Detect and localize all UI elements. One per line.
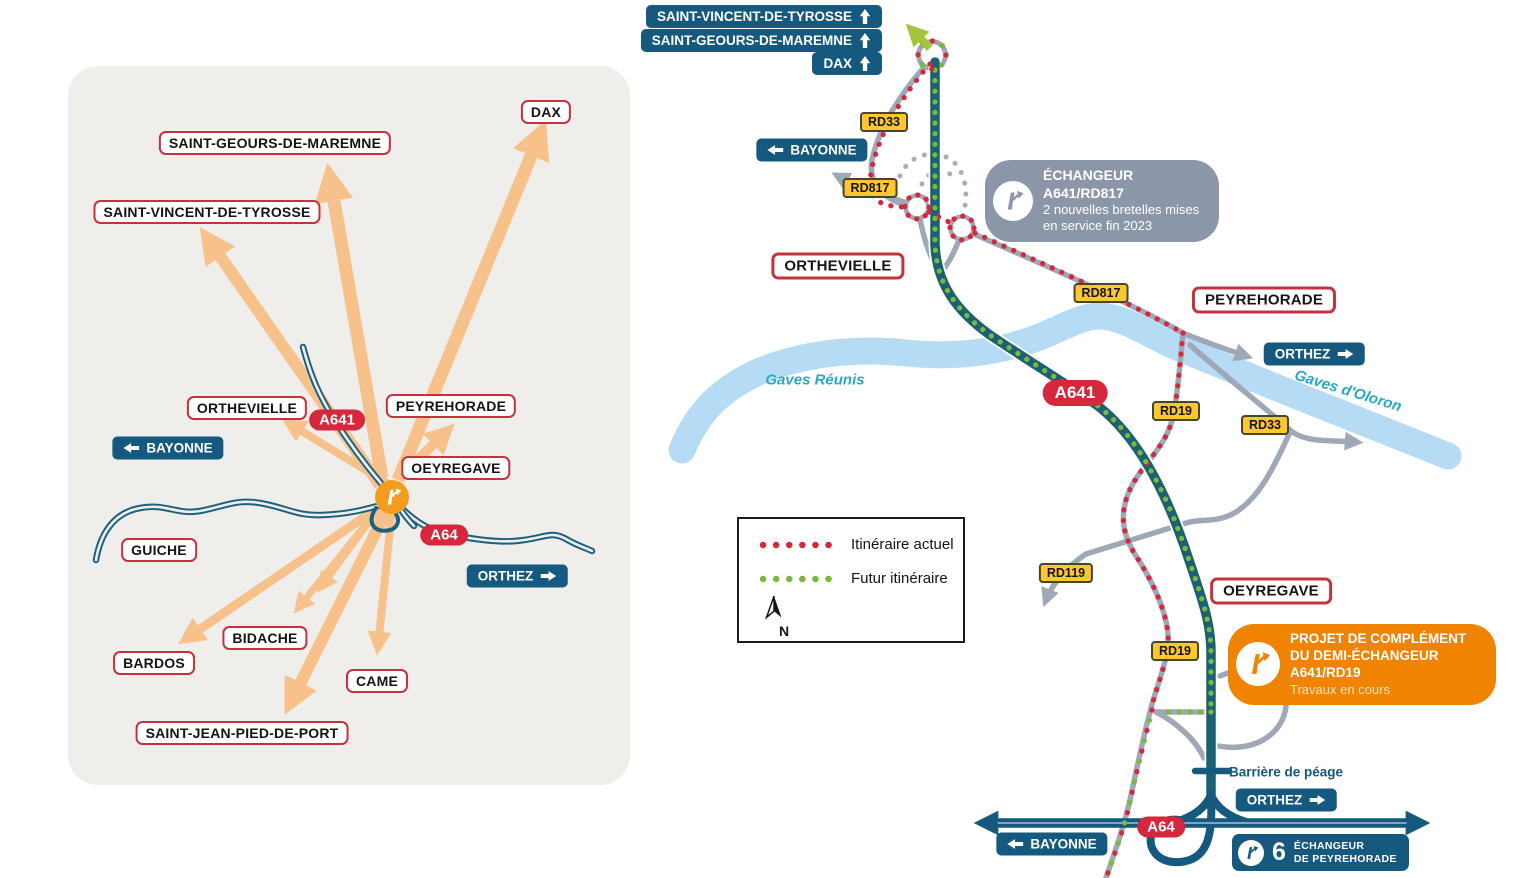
sign-dax: DAX — [812, 52, 882, 75]
sign-orthez-east: ORTHEZ — [1263, 342, 1365, 366]
legend-box: Itinéraire actuel Futur itinéraire N — [737, 517, 965, 643]
route-future-dotted — [932, 67, 1214, 715]
road-badge-a64-left: A64 — [420, 524, 468, 546]
north-compass-icon: N — [761, 595, 801, 639]
callout-title: ÉCHANGEUR A641/RD817 — [1043, 167, 1134, 201]
sign-label: ORTHEZ — [1274, 346, 1331, 362]
dest-label-bardos: BARDOS — [113, 651, 195, 675]
legend-future-swatch — [759, 575, 837, 582]
sign-label: SAINT-GEOURS-DE-MAREMNE — [651, 33, 852, 48]
sign-bayonne-south: BAYONNE — [996, 832, 1108, 856]
callout-project-rd19: PROJET DE COMPLÉMENT DU DEMI-ÉCHANGEUR A… — [1228, 624, 1496, 705]
road-badge-a641-left: A641 — [309, 409, 365, 431]
city-label-oeyregave: OEYREGAVE — [1210, 577, 1332, 605]
callout-line: PROJET DE COMPLÉMENT — [1290, 631, 1467, 646]
road-badge-a641-right: A641 — [1042, 380, 1108, 406]
toll-barrier-label: Barrière de péage — [1228, 764, 1344, 780]
exit-6-peyrehorade-badge: 6 ÉCHANGEUR DE PEYREHORADE — [1232, 834, 1409, 871]
left-arrow-icon — [767, 145, 784, 155]
interchange-icon — [1236, 642, 1280, 687]
up-arrow-icon — [859, 9, 871, 24]
dest-label-peyrehorade: PEYREHORADE — [385, 394, 517, 418]
legend-current-label: Itinéraire actuel — [851, 536, 954, 553]
road-badge-rd33-east: RD33 — [1241, 415, 1289, 435]
dest-label-saint-jean: SAINT-JEAN-PIED-DE-PORT — [135, 721, 349, 745]
legend-row-future: Futur itinéraire — [759, 570, 963, 587]
interchange-icon — [993, 180, 1033, 221]
exit-number: 6 — [1272, 838, 1286, 866]
road-badge-a64-right: A64 — [1137, 816, 1185, 838]
road-badge-rd817-west: RD817 — [842, 178, 898, 198]
road-badge-rd119: RD119 — [1038, 563, 1094, 583]
dest-label-saint-vincent: SAINT-VINCENT-DE-TYROSSE — [93, 200, 321, 224]
road-badge-rd19-north: RD19 — [1152, 401, 1200, 421]
left-panel-interchange-icon — [375, 480, 409, 514]
city-label-orthevielle: ORTHEVIELLE — [771, 252, 905, 280]
river-label-gaves-reunis: Gaves Réunis — [765, 371, 865, 389]
sign-bayonne-northwest: BAYONNE — [756, 138, 868, 162]
dest-label-came: CAME — [345, 669, 409, 693]
road-badge-rd19-south: RD19 — [1151, 641, 1199, 661]
left-arrow-icon — [1007, 839, 1024, 849]
road-badge-rd817-east: RD817 — [1073, 283, 1129, 303]
dest-label-saint-geours: SAINT-GEOURS-DE-MAREMNE — [158, 131, 392, 155]
sign-label: DAX — [823, 56, 852, 71]
sign-orthez-south: ORTHEZ — [1235, 788, 1337, 812]
right-arrow-icon — [540, 571, 557, 581]
up-arrow-icon — [859, 33, 871, 48]
north-label: N — [779, 623, 790, 639]
sign-saint-geours-de-maremne: SAINT-GEOURS-DE-MAREMNE — [640, 29, 882, 52]
callout-interchange-a641-rd817: ÉCHANGEUR A641/RD817 2 nouvelles bretell… — [985, 160, 1219, 242]
sign-label: BAYONNE — [790, 142, 857, 158]
callout-line: en service fin 2023 — [1043, 218, 1153, 234]
river — [668, 302, 1462, 470]
sign-saint-vincent-de-tyrosse: SAINT-VINCENT-DE-TYROSSE — [645, 5, 882, 28]
route-shared-dotted — [915, 38, 1155, 878]
callout-line: 2 nouvelles bretelles mises — [1043, 202, 1200, 217]
interchange-icon — [1238, 839, 1264, 866]
sign-label: ORTHEZ — [477, 568, 534, 584]
sign-bayonne-left-panel: BAYONNE — [112, 436, 224, 460]
dest-label-guiche: GUICHE — [121, 538, 197, 562]
left-arrow-icon — [123, 443, 140, 453]
city-label-peyrehorade: PEYREHORADE — [1191, 286, 1337, 314]
future-exit-arrow — [905, 23, 933, 51]
legend-future-label: Futur itinéraire — [851, 570, 948, 587]
dest-label-oeyregave: OEYREGAVE — [401, 456, 511, 480]
right-arrow-icon — [1337, 349, 1354, 359]
legend-current-swatch — [759, 541, 837, 548]
dest-label-orthevielle: ORTHEVIELLE — [186, 396, 308, 420]
future-ramp-dotted — [897, 151, 969, 209]
sign-label: BAYONNE — [146, 440, 213, 456]
road-badge-rd33-north: RD33 — [860, 112, 908, 132]
up-arrow-icon — [859, 56, 871, 71]
exit-line: DE PEYREHORADE — [1293, 852, 1397, 865]
dest-label-dax: DAX — [520, 100, 572, 124]
callout-line: DU DEMI-ÉCHANGEUR A641/RD19 — [1290, 647, 1439, 680]
sign-label: SAINT-VINCENT-DE-TYROSSE — [656, 9, 852, 24]
sign-orthez-left-panel: ORTHEZ — [466, 564, 568, 588]
sign-label: ORTHEZ — [1246, 792, 1303, 808]
exit-line: ÉCHANGEUR — [1293, 839, 1365, 852]
callout-line: Travaux en cours — [1290, 681, 1390, 697]
right-arrow-icon — [1309, 795, 1326, 805]
dest-label-bidache: BIDACHE — [222, 626, 308, 650]
legend-row-current: Itinéraire actuel — [759, 536, 963, 553]
sign-label: BAYONNE — [1030, 836, 1097, 852]
